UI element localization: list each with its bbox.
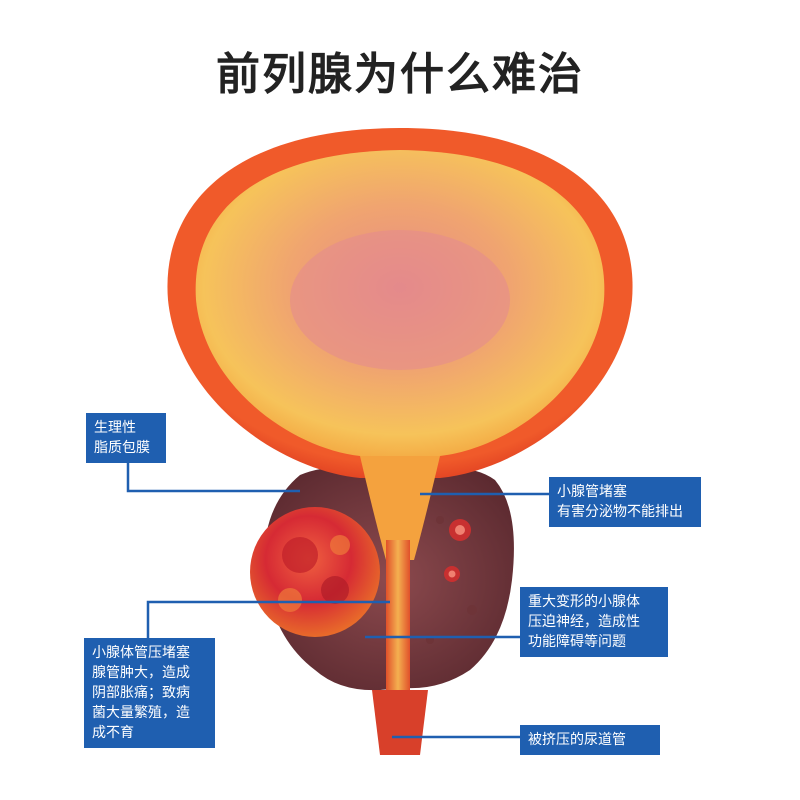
bladder-core — [290, 230, 510, 370]
tumor-texture — [278, 588, 302, 612]
label-urethra-squeezed: 被挤压的尿道管 — [520, 725, 660, 755]
tumor-texture — [330, 535, 350, 555]
page-title: 前列腺为什么难治 — [216, 49, 584, 100]
label-small-gland-blocked: 小腺管堵塞 有害分泌物不能排出 — [549, 477, 701, 527]
tumor-texture — [282, 537, 318, 573]
urethra-lower — [372, 690, 428, 755]
leader-line-gland-compress — [146, 600, 390, 638]
gland-dot — [448, 570, 456, 578]
gland-bump — [467, 605, 477, 615]
gland-dot — [455, 525, 465, 535]
tumor — [250, 507, 380, 637]
label-physiological-lipid-capsule: 生理性 脂质包膜 — [86, 413, 166, 463]
label-deformed-gland: 重大变形的小腺体 压迫神经，造成性 功能障碍等问题 — [520, 587, 668, 657]
gland-bump — [436, 516, 444, 524]
bladder-neck — [360, 456, 440, 560]
label-gland-tube-compress: 小腺体管压堵塞 腺管肿大，造成 阴部胀痛；致病 菌大量繁殖，造 成不育 — [84, 638, 215, 748]
tumor-texture — [321, 576, 349, 604]
